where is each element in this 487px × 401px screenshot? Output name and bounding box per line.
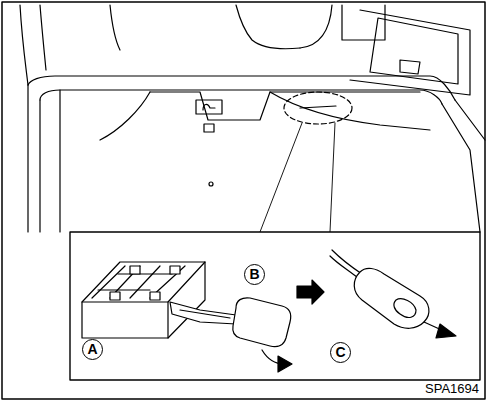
callout-letter: C (330, 342, 351, 363)
callout-letter: B (244, 264, 265, 285)
figure-code: SPA1694 (424, 381, 480, 396)
callout-letter: A (82, 339, 103, 360)
